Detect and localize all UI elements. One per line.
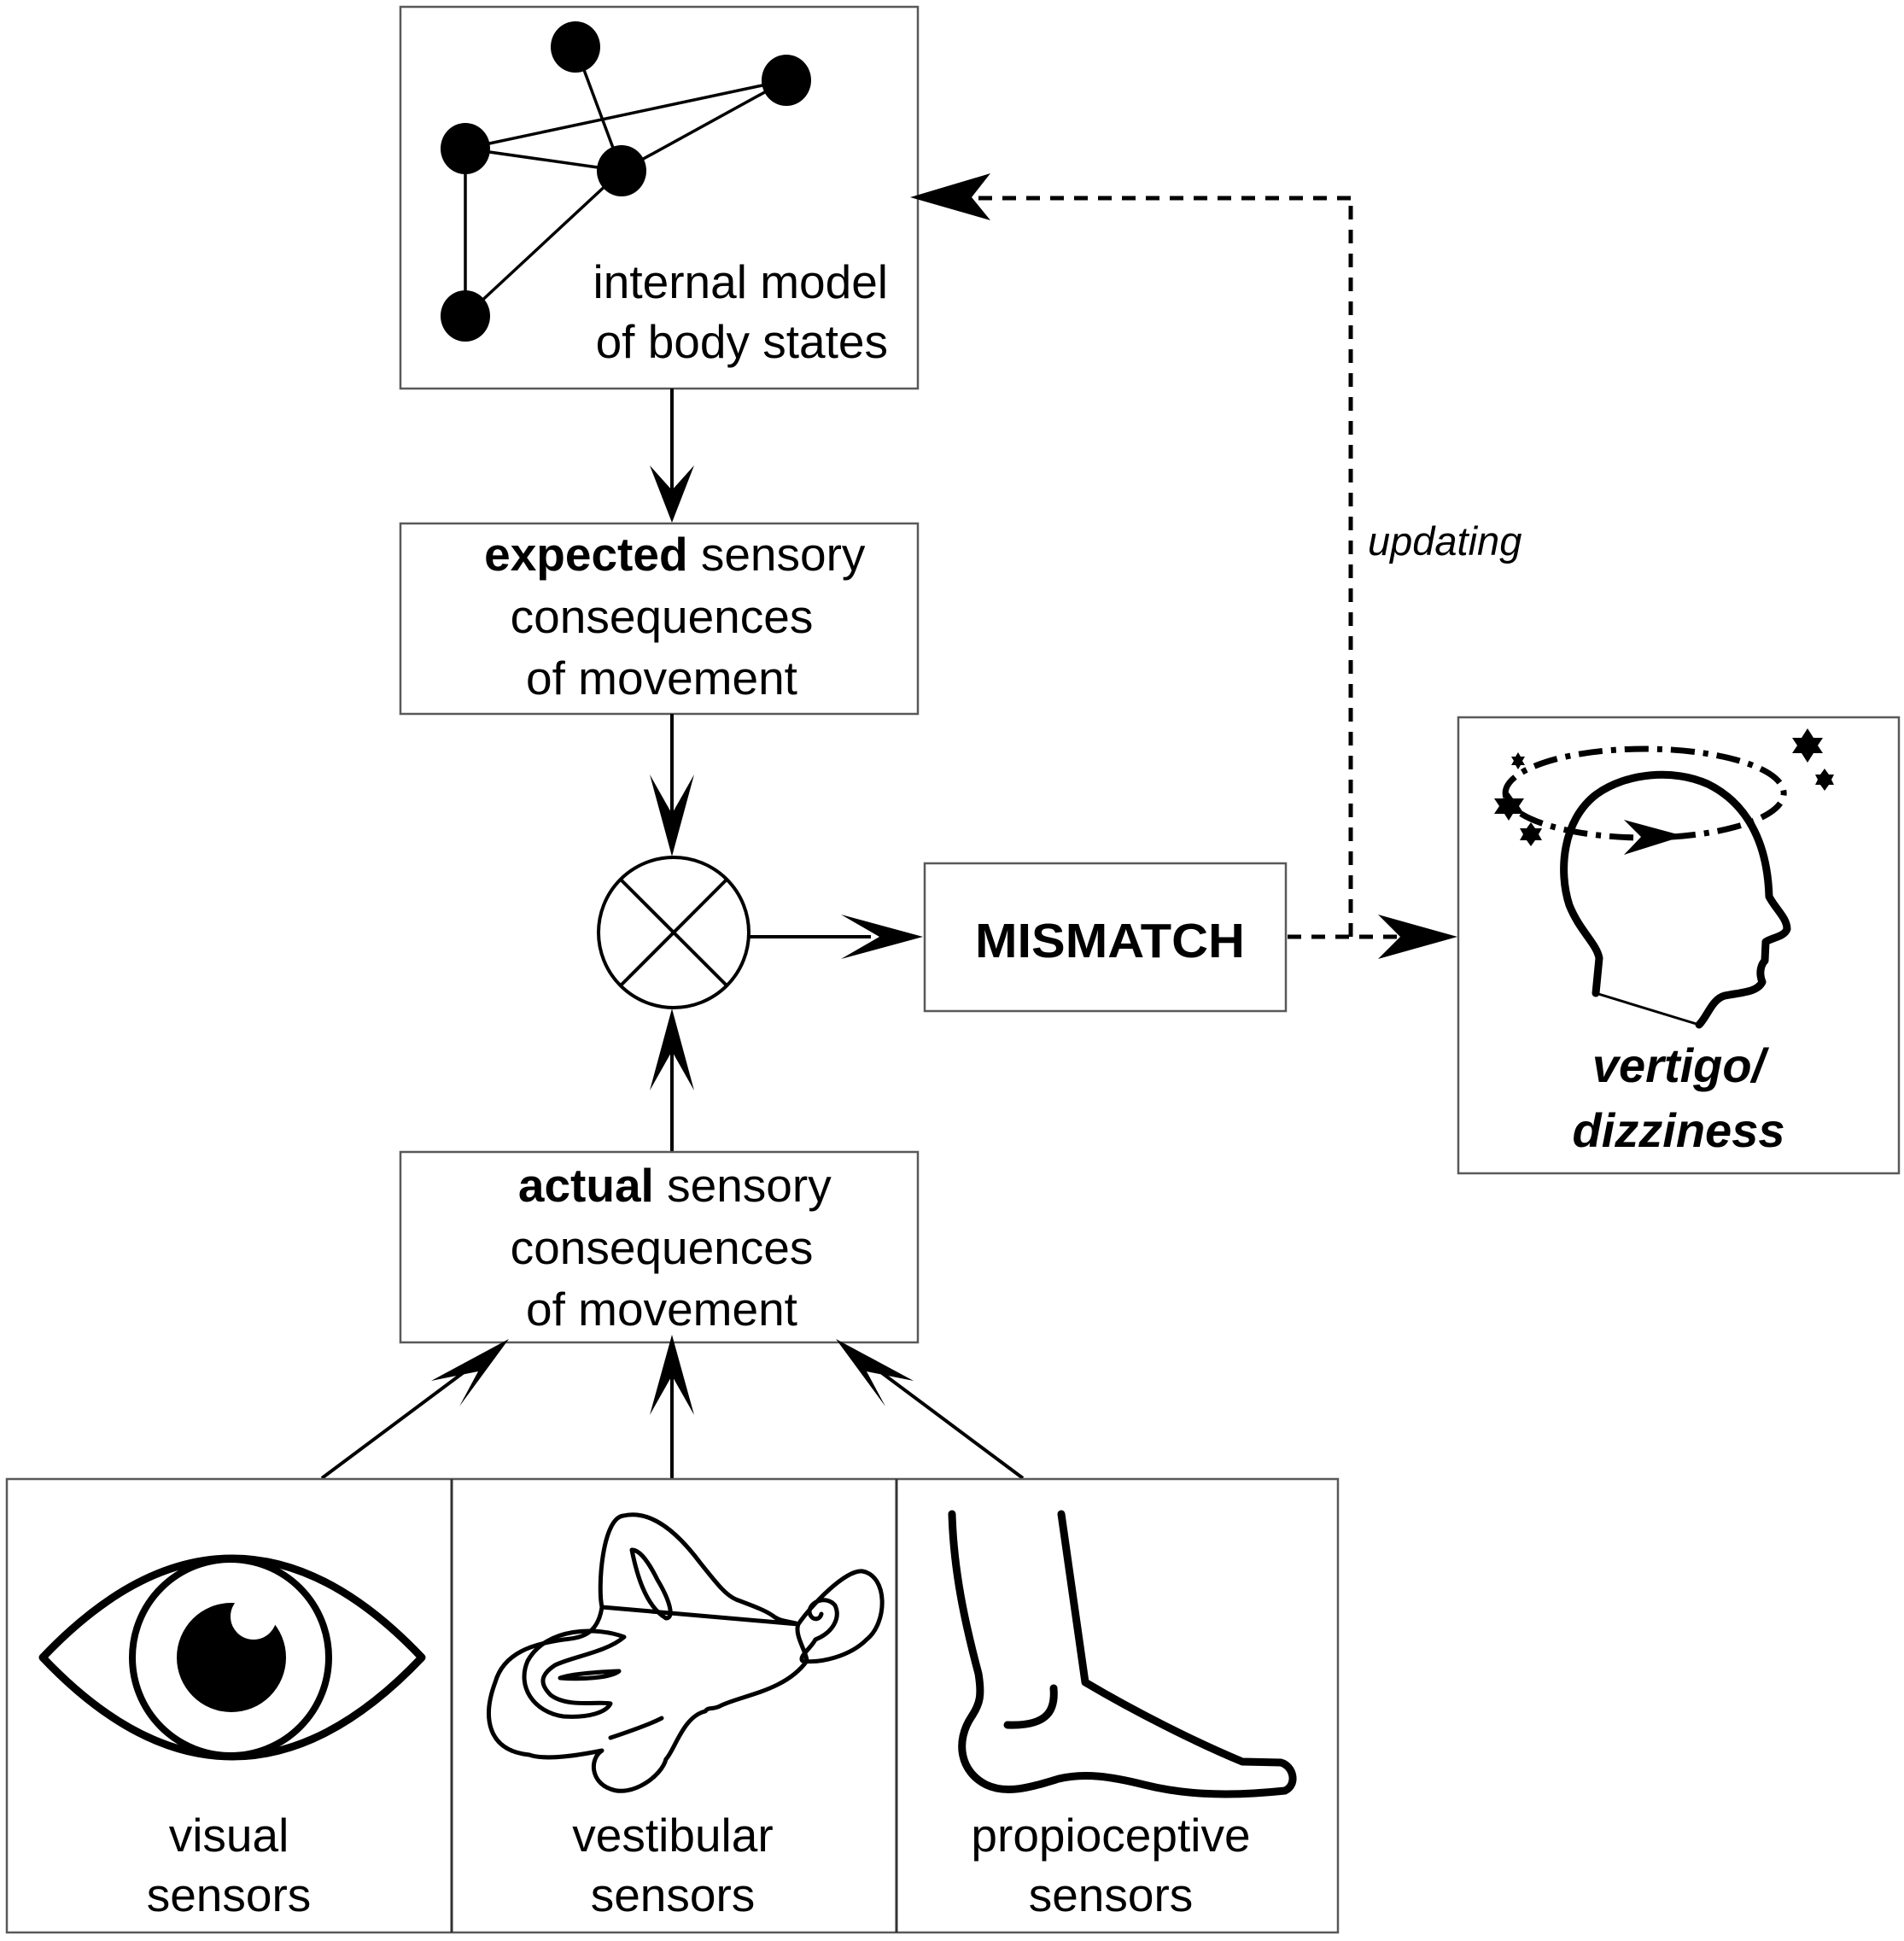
- internal-model-label-line1: internal model: [593, 255, 888, 308]
- graph-edge: [464, 147, 622, 172]
- star-icon: [1511, 752, 1525, 769]
- actual-bold-word: actual: [518, 1159, 654, 1212]
- expected-label-line1: expected sensory: [393, 528, 931, 581]
- vestibular-label-line1: vestibular: [572, 1809, 773, 1862]
- updating-label: updating: [1368, 518, 1521, 564]
- expected-label-line3: of movement: [526, 652, 797, 704]
- arrowhead-icon: [841, 915, 923, 959]
- arrowhead-icon: [431, 1339, 509, 1406]
- graph-node: [441, 290, 490, 342]
- dashed-arrow-updating: updating: [910, 173, 1521, 937]
- vestibular-sensor-panel: vestibular sensors: [487, 1512, 885, 1921]
- graph-node: [762, 55, 811, 106]
- actual-label-line2: consequences: [511, 1221, 814, 1274]
- star-icon: [1494, 792, 1524, 821]
- expected-label-line2: consequences: [511, 590, 814, 643]
- arrowhead-icon: [650, 1009, 694, 1090]
- arrow-expected-to-comparator: [650, 714, 694, 856]
- internal-model-box: internal model of body states: [399, 5, 920, 390]
- arrow-proprioceptive-to-actual: [836, 1339, 1025, 1480]
- graph-node: [551, 21, 600, 73]
- proprioceptive-label-line2: sensors: [1029, 1868, 1194, 1921]
- actual-label-line1: actual sensory: [427, 1159, 897, 1212]
- dizzy-head-icon: [1494, 728, 1834, 1029]
- eye-icon: [38, 1554, 426, 1761]
- foot-icon: [948, 1510, 1297, 1798]
- arrow-vestibular-to-actual: [650, 1335, 694, 1478]
- graph-edge: [464, 79, 787, 150]
- dashed-arrow-mismatch-to-vertigo: [1288, 915, 1457, 959]
- visual-sensor-panel: visual sensors: [38, 1554, 426, 1921]
- graph-node: [441, 123, 490, 174]
- comparator-cross-circle-icon: [597, 856, 751, 1009]
- arrow-comparator-to-mismatch: [749, 915, 923, 959]
- arrowhead-icon: [650, 1335, 694, 1415]
- graph-node: [597, 145, 646, 196]
- graph-edge: [621, 79, 787, 172]
- arrowhead-icon: [836, 1339, 914, 1406]
- star-icon: [1520, 822, 1542, 846]
- arrow-model-to-expected: [650, 389, 694, 523]
- visual-label-line1: visual: [169, 1809, 289, 1862]
- internal-model-label-line2: of body states: [596, 315, 888, 368]
- actual-consequences-box: actual sensory consequences of movement: [399, 1150, 920, 1344]
- proprioceptive-sensor-panel: propioceptive sensors: [948, 1510, 1297, 1921]
- vertigo-label-line1: vertigo/: [1592, 1038, 1770, 1092]
- star-icon: [1792, 728, 1823, 763]
- proprioceptive-label-line1: propioceptive: [971, 1809, 1250, 1862]
- vertigo-box: vertigo/ dizziness: [1457, 716, 1901, 1175]
- inner-ear-icon: [487, 1512, 885, 1793]
- star-icon: [1815, 769, 1834, 791]
- mismatch-box: MISMATCH: [923, 862, 1288, 1013]
- graph-edge: [464, 169, 623, 318]
- network-graph-icon: [441, 21, 811, 342]
- arrowhead-icon: [1378, 915, 1457, 959]
- actual-label-line3: of movement: [526, 1283, 797, 1336]
- sensor-row: visual sensors vestibular sensors propio…: [5, 1477, 1340, 1934]
- arrowhead-icon: [910, 173, 990, 220]
- arrow-actual-to-comparator: [650, 1009, 694, 1151]
- vestibular-label-line2: sensors: [591, 1868, 756, 1921]
- arrowhead-icon: [650, 775, 694, 856]
- expected-bold-word: expected: [484, 528, 687, 581]
- expected-consequences-box: expected sensory consequences of movemen…: [393, 522, 931, 716]
- mismatch-label: MISMATCH: [975, 914, 1245, 968]
- orbit-arrowhead-icon: [1624, 820, 1684, 855]
- arrow-visual-to-actual: [320, 1339, 509, 1480]
- actual-rest: sensory: [654, 1159, 832, 1212]
- expected-rest: sensory: [688, 528, 866, 581]
- arrowhead-icon: [650, 465, 694, 523]
- visual-label-line2: sensors: [147, 1868, 312, 1921]
- vertigo-label-line2: dizziness: [1573, 1103, 1785, 1157]
